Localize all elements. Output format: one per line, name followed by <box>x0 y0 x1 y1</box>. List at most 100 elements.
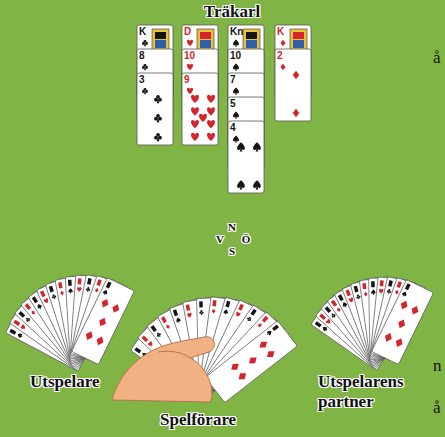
card-rank: 10 <box>184 51 195 61</box>
suit-pip <box>223 309 229 315</box>
suit-pip <box>20 324 26 330</box>
club-pip <box>199 310 203 315</box>
suit-pip <box>95 335 106 347</box>
suit-pip <box>191 133 199 141</box>
club-pip <box>154 114 162 122</box>
suit-pip <box>233 39 239 46</box>
hand-card <box>372 280 434 365</box>
suit-pip <box>237 180 245 189</box>
card-rank: 3 <box>139 75 145 85</box>
text-fragment: å <box>433 48 441 68</box>
position-label: Träkarl <box>204 2 260 22</box>
card-rank: 9 <box>184 75 190 85</box>
club-pip <box>356 294 361 299</box>
suit-pip <box>257 322 263 328</box>
card-rank: K <box>139 27 146 37</box>
suit-pip <box>396 318 407 330</box>
thumb-line <box>158 351 190 358</box>
suit-pip <box>175 317 181 323</box>
suit-pip <box>235 311 241 317</box>
suit-pip <box>394 289 399 295</box>
suit-pip <box>379 289 384 294</box>
suit-pip <box>94 287 99 293</box>
suit-pip <box>293 109 300 118</box>
compass-letter: S <box>229 245 235 258</box>
suit-pip <box>233 87 239 94</box>
suit-pip <box>293 71 300 80</box>
suit-pip <box>102 289 108 295</box>
suit-pip <box>247 355 259 367</box>
position-label: Utspelare <box>30 372 100 392</box>
suit-pip <box>348 297 354 303</box>
suit-pip <box>207 95 215 103</box>
club-pip <box>156 332 162 338</box>
position-label: Utspelarens partner <box>318 372 440 411</box>
suit-pip <box>84 330 95 342</box>
suit-pip <box>68 288 73 293</box>
suit-pip <box>233 135 239 142</box>
suit-pip <box>280 64 285 71</box>
text-fragment: å <box>433 398 441 418</box>
compass-letter: Ö <box>242 233 251 246</box>
suit-pip <box>383 331 394 343</box>
suit-pip <box>110 303 121 315</box>
court-picture <box>197 29 214 51</box>
suit-pip <box>265 348 277 360</box>
suit-pip <box>199 114 207 122</box>
suit-pip <box>148 341 154 347</box>
suit-pip <box>187 88 193 94</box>
holding-hand <box>112 337 214 402</box>
club-pip <box>142 40 148 46</box>
club-pip <box>51 294 57 300</box>
east-hand <box>311 277 434 371</box>
suit-pip <box>266 330 273 337</box>
suit-pip <box>207 107 215 115</box>
suit-pip <box>364 291 368 296</box>
card-rank: 7 <box>230 75 236 85</box>
suit-pip <box>253 142 261 151</box>
club-pip <box>154 133 162 141</box>
suit-pip <box>30 310 36 316</box>
card-rank: Kn <box>230 27 243 37</box>
suit-pip <box>410 304 421 316</box>
suit-pip <box>191 107 199 115</box>
card-rank: 4 <box>230 123 236 133</box>
suit-pip <box>236 370 248 382</box>
position-label: Spelförare <box>160 410 236 430</box>
suit-pip <box>401 291 407 297</box>
club-pip <box>25 317 31 323</box>
suit-pip <box>77 287 82 292</box>
card-rank: 2 <box>277 51 283 61</box>
court-picture <box>290 29 307 51</box>
suit-pip <box>60 290 65 295</box>
playing-card <box>137 73 173 145</box>
suit-pip <box>233 63 239 70</box>
suit-pip <box>229 361 241 373</box>
suit-pip <box>97 316 108 328</box>
club-pip <box>85 287 90 292</box>
suit-pip <box>212 309 216 314</box>
compass-letter: N <box>228 221 236 234</box>
card-rank: 8 <box>139 51 145 61</box>
suit-pip <box>336 307 342 313</box>
suit-pip <box>257 339 269 351</box>
suit-pip <box>17 332 24 338</box>
suit-pip <box>207 133 215 141</box>
suit-pip <box>394 337 405 349</box>
suit-pip <box>233 111 239 118</box>
suit-pip <box>187 64 193 70</box>
card-rank: 5 <box>230 99 236 109</box>
suit-pip <box>100 297 111 309</box>
text-fragment: n <box>433 356 442 376</box>
playing-card <box>275 49 311 121</box>
club-pip <box>386 289 391 294</box>
suit-pip <box>253 180 261 189</box>
club-pip <box>246 316 252 322</box>
hand-card <box>205 321 297 403</box>
suit-pip <box>165 324 171 330</box>
west-hand <box>6 275 135 372</box>
suit-pip <box>237 142 245 151</box>
